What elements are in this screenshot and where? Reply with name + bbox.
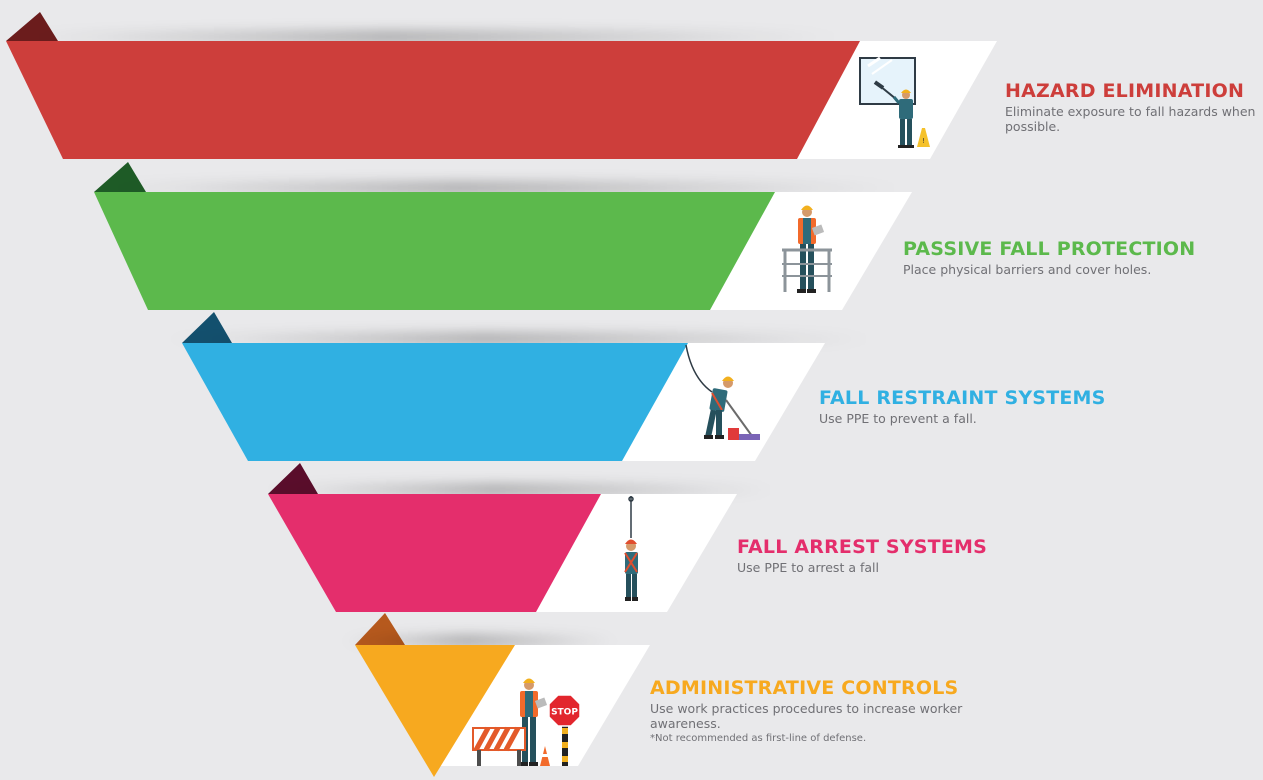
fold-passive-fall-protection — [94, 162, 146, 192]
band-fall-restraint-systems — [160, 312, 880, 461]
stop-sign-text: STOP — [551, 708, 578, 718]
shadow-administrative-controls — [340, 635, 620, 647]
band-hazard-elimination: ! — [6, 12, 997, 159]
level-description: Use PPE to prevent a fall. — [819, 411, 977, 426]
level-description: Eliminate exposure to fall hazards when … — [1005, 104, 1256, 134]
label-hazard-elimination: HAZARD ELIMINATION Eliminate exposure to… — [1005, 80, 1260, 134]
shadow-fall-arrest-systems — [260, 484, 780, 496]
level-title: ADMINISTRATIVE CONTROLS — [650, 677, 959, 699]
level-title: HAZARD ELIMINATION — [1005, 80, 1245, 102]
shadow-passive-fall-protection — [90, 182, 910, 194]
band-administrative-controls: STOP — [340, 613, 650, 777]
stop-sign — [548, 694, 581, 727]
svg-text:!: ! — [922, 137, 925, 145]
level-description: Use work practices procedures to increas… — [650, 701, 963, 731]
label-fall-arrest-systems: FALL ARREST SYSTEMS Use PPE to arrest a … — [737, 536, 1067, 575]
band-color-passive-fall-protection — [94, 192, 775, 310]
label-administrative-controls: ADMINISTRATIVE CONTROLS Use work practic… — [650, 677, 980, 745]
worker-window-icon: ! — [859, 56, 930, 148]
worker-guardrail-icon — [782, 205, 832, 293]
label-fall-restraint-systems: FALL RESTRAINT SYSTEMS Use PPE to preven… — [819, 387, 1149, 426]
band-color-administrative-controls — [355, 645, 515, 777]
level-description: Place physical barriers and cover holes. — [903, 262, 1152, 277]
band-color-fall-arrest-systems — [268, 494, 601, 612]
level-description: Use PPE to arrest a fall — [737, 560, 879, 575]
fold-fall-restraint-systems — [182, 312, 232, 343]
level-title: FALL RESTRAINT SYSTEMS — [819, 387, 1106, 409]
worker-stop-sign-barricade-icon: STOP — [472, 678, 581, 766]
band-fall-arrest-systems — [260, 463, 780, 612]
band-color-hazard-elimination — [6, 41, 860, 159]
label-passive-fall-protection: PASSIVE FALL PROTECTION Place physical b… — [903, 238, 1233, 277]
level-note: *Not recommended as first-line of defens… — [650, 733, 867, 744]
band-color-fall-restraint-systems — [182, 343, 688, 461]
level-title: PASSIVE FALL PROTECTION — [903, 238, 1196, 260]
worker-tethered-mop-icon — [685, 344, 760, 440]
shadow-fall-restraint-systems — [160, 333, 880, 345]
fold-hazard-elimination — [6, 12, 58, 41]
level-title: FALL ARREST SYSTEMS — [737, 536, 987, 558]
worker-suspended-harness-icon — [624, 496, 638, 601]
fold-fall-arrest-systems — [268, 463, 318, 494]
band-passive-fall-protection — [90, 162, 912, 310]
shadow-hazard-elimination — [10, 31, 850, 43]
